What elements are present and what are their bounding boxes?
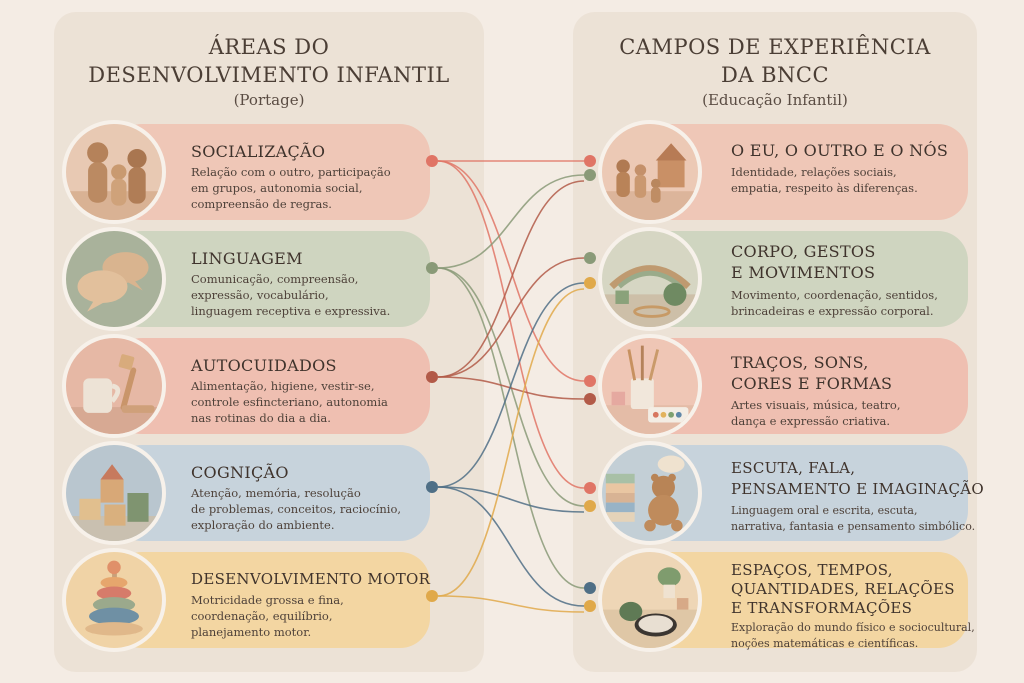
blocks-icon [62,441,166,545]
wooden-house-icon [598,120,702,224]
stacking-rings-icon [62,548,166,652]
left-dot-4 [426,590,438,602]
right-dot-4a [584,582,596,594]
left-dot-2 [426,371,438,383]
right-card-title-0: O EU, O OUTRO E O NÓS [731,141,949,160]
connection-line [437,282,585,488]
teddy-books-icon [598,441,702,545]
connection-line [437,257,585,378]
wooden-people-icon [62,120,166,224]
right-dot-1b [584,277,596,289]
right-dot-0b [584,169,596,181]
right-dot-1a [584,252,596,264]
nature-tray-icon [598,548,702,652]
right-title-line1: CAMPOS DE EXPERIÊNCIA [619,35,931,59]
connection-line [437,376,585,400]
right-title-line2: DA BNCC [720,63,830,87]
left-card-title-3: COGNIÇÃO [191,463,289,482]
right-card-desc-1: Movimento, coordenação, sentidos,brincad… [731,288,938,318]
left-card-title-2: AUTOCUIDADOS [191,356,337,375]
right-card-title-3: ESCUTA, FALA,PENSAMENTO E IMAGINAÇÃO [731,459,984,498]
left-card-desc-2: Alimentação, higiene, vestir-se,controle… [191,379,388,425]
paint-brushes-icon [598,334,702,438]
right-card-desc-4: Exploração do mundo físico e sociocultur… [731,621,975,650]
speech-bubbles-icon [62,227,166,331]
right-dot-4b [584,600,596,612]
right-dot-3a [584,482,596,494]
right-dot-3b [584,500,596,512]
left-title-line1: ÁREAS DO [208,35,330,59]
right-card-desc-0: Identidade, relações sociais,empatia, re… [731,165,918,195]
right-subtitle: (Educação Infantil) [702,91,848,109]
connection-line [437,288,585,597]
connection-line [437,267,585,589]
right-card-title-2: TRAÇOS, SONS,CORES E FORMAS [731,353,893,393]
left-dot-0 [426,155,438,167]
left-card-desc-4: Motricidade grossa e fina,coordenação, e… [191,593,344,639]
right-card-desc-2: Artes visuais, música, teatro,dança e ex… [731,398,901,428]
balance-board-icon [598,227,702,331]
left-card-title-0: SOCIALIZAÇÃO [191,142,326,161]
right-dot-2a [584,375,596,387]
right-dot-2b [584,393,596,405]
right-dot-0a [584,155,596,167]
left-card-title-1: LINGUAGEM [191,249,303,268]
connection-line [437,160,585,489]
left-dot-1 [426,262,438,274]
left-card-title-4: DESENVOLVIMENTO MOTOR [191,570,431,588]
connection-line [437,486,585,607]
left-subtitle: (Portage) [233,91,305,109]
connection-line [437,180,585,378]
cup-brush-icon [62,334,166,438]
left-card-desc-1: Comunicação, compreensão,expressão, voca… [191,272,391,318]
left-title-line2: DESENVOLVIMENTO INFANTIL [88,63,450,87]
left-dot-3 [426,481,438,493]
connection-line [437,595,585,613]
connection-line [437,486,585,513]
connection-line [437,174,585,269]
connection-line [437,160,585,382]
right-card-desc-3: Linguagem oral e escrita, escuta,narrati… [731,504,976,533]
